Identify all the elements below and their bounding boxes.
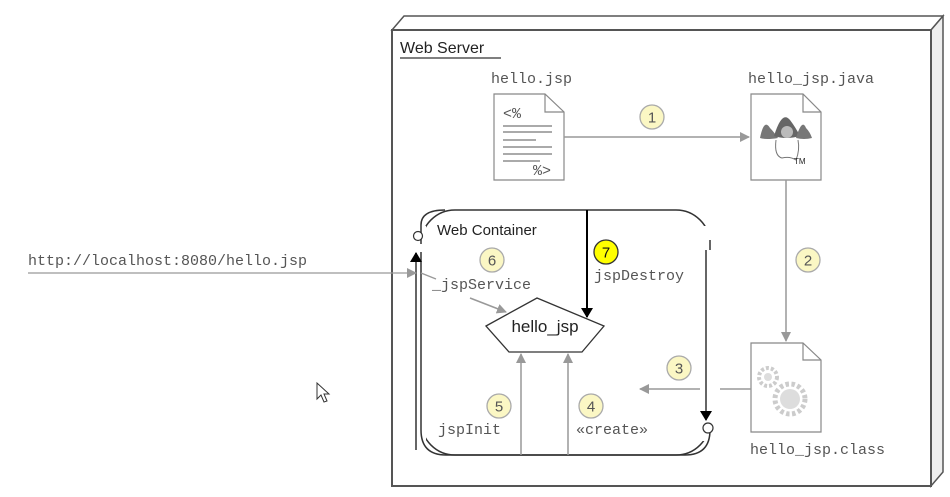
java-logo-icon xyxy=(760,117,812,161)
step-number: 5 xyxy=(495,399,503,416)
method-jspdestroy: jspDestroy xyxy=(594,268,684,285)
step-badge-2: 2 xyxy=(795,247,821,273)
trademark-symbol: TM xyxy=(794,157,806,166)
class-file: hello_jsp.class xyxy=(750,342,885,459)
web-server-label: Web Server xyxy=(400,40,485,57)
step-badge-4: 4 xyxy=(578,393,604,419)
init-state-marker xyxy=(412,230,424,242)
step-badge-5: 5 xyxy=(486,393,512,419)
step-badge-3: 3 xyxy=(666,355,692,381)
instance-label: hello_jsp xyxy=(511,317,578,336)
step-number: 4 xyxy=(587,399,595,416)
class-file-label: hello_jsp.class xyxy=(750,442,885,459)
jsp-file: hello.jsp <% %> xyxy=(491,71,572,181)
java-file-label: hello_jsp.java xyxy=(748,71,874,88)
step-number: 2 xyxy=(804,253,812,270)
gears-icon xyxy=(757,366,808,417)
web-container: Web Container xyxy=(410,209,720,456)
step-number: 3 xyxy=(675,361,683,378)
step-badge-1: 1 xyxy=(639,104,665,130)
jsp-open-tag: <% xyxy=(503,106,522,123)
mouse-cursor-icon xyxy=(316,381,331,403)
step-number: 6 xyxy=(488,253,496,270)
java-file: hello_jsp.java TM xyxy=(748,71,874,181)
document-lines-icon xyxy=(503,125,552,162)
arrow-service xyxy=(469,297,507,314)
http-request: http://localhost:8080/hello.jsp xyxy=(28,253,437,280)
jsp-close-tag: %> xyxy=(533,163,551,180)
step-number: 1 xyxy=(648,110,656,127)
method-jspservice: _jspService xyxy=(431,277,531,294)
step-badge-7: 7 xyxy=(593,239,619,265)
web-container-label: Web Container xyxy=(437,222,537,239)
jsp-file-label: hello.jsp xyxy=(491,71,572,88)
step-badge-6: 6 xyxy=(479,247,505,273)
hello-jsp-instance: hello_jsp xyxy=(484,297,606,353)
method-create: «create» xyxy=(576,422,648,439)
request-url: http://localhost:8080/hello.jsp xyxy=(28,253,307,270)
final-state-marker xyxy=(702,422,714,434)
step-number: 7 xyxy=(602,245,610,262)
method-jspinit: jspInit xyxy=(438,422,501,439)
